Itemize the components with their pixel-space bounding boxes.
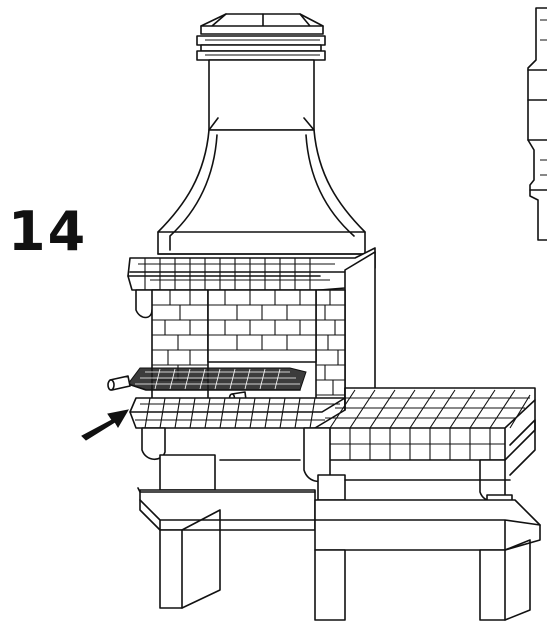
chimney-stack bbox=[208, 59, 315, 131]
base-legs bbox=[159, 509, 531, 621]
hood bbox=[157, 129, 366, 255]
chimney-cap bbox=[196, 13, 326, 61]
left-counter bbox=[129, 397, 346, 429]
right-counter bbox=[314, 387, 536, 461]
base-shelf bbox=[137, 487, 541, 551]
step-number: 14 bbox=[8, 200, 88, 263]
grill-rack bbox=[107, 367, 307, 403]
arrow-right-icon bbox=[81, 409, 129, 441]
partial-barbecue-right bbox=[527, 7, 547, 241]
